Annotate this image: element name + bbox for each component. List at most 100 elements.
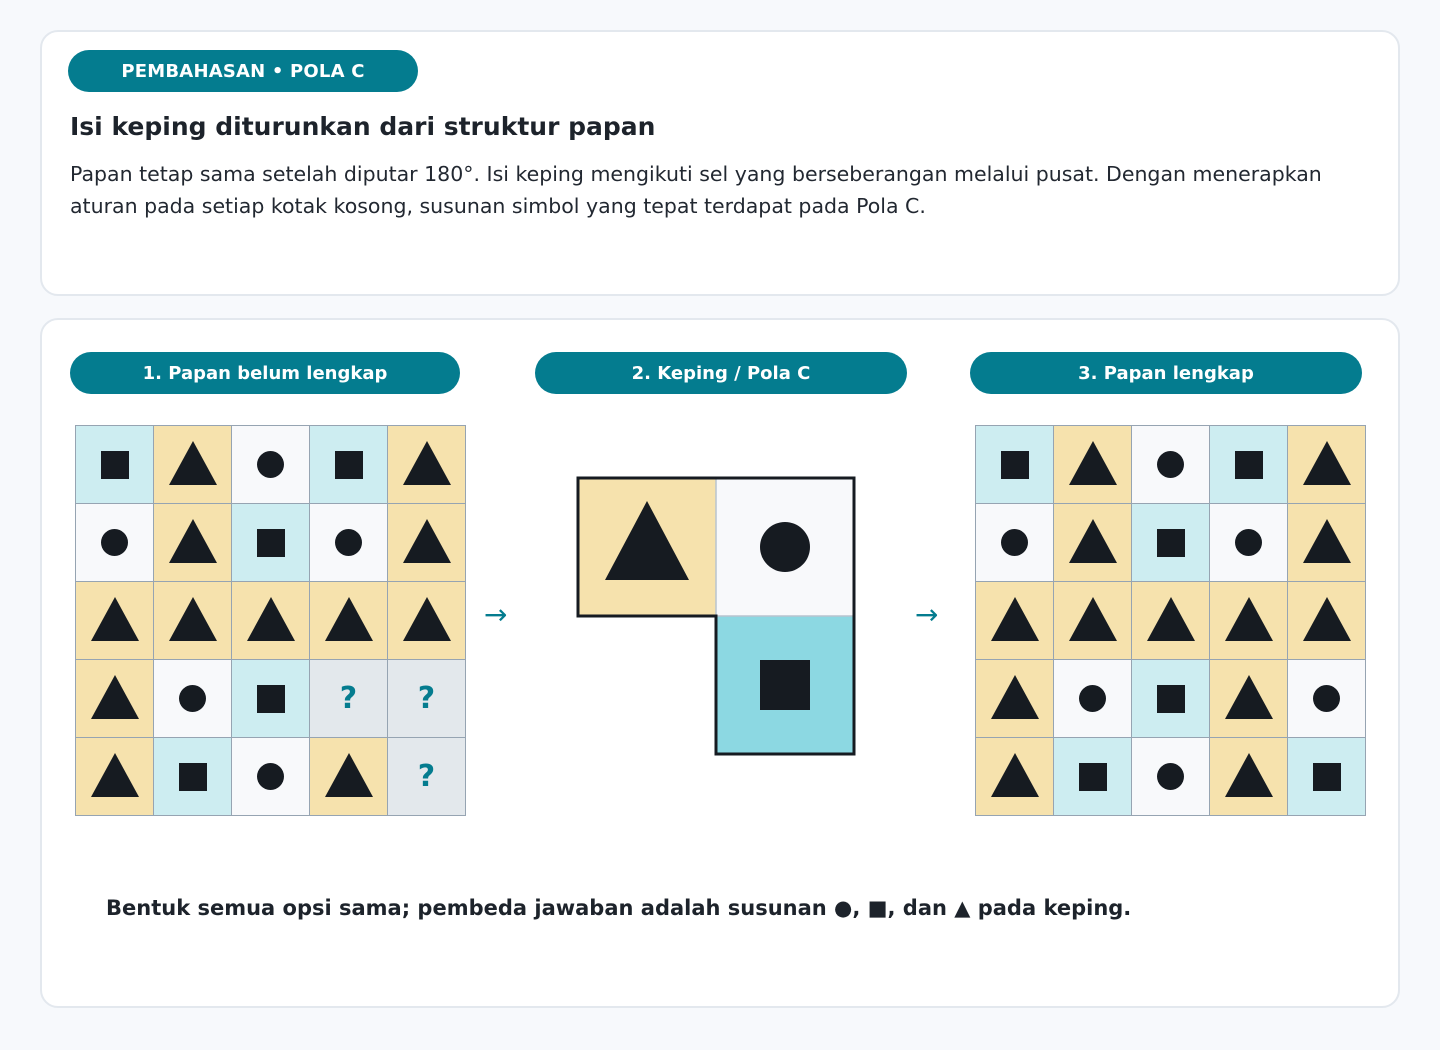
triangle-icon bbox=[324, 752, 373, 797]
circle-icon bbox=[179, 685, 206, 712]
triangle-icon bbox=[990, 752, 1039, 797]
triangle-icon bbox=[246, 596, 295, 641]
board-cell-r3-c2 bbox=[1054, 582, 1132, 660]
step-label-incomplete-board: 1. Papan belum lengkap bbox=[70, 352, 460, 394]
circle-icon bbox=[1157, 451, 1184, 478]
footnote: Bentuk semua opsi sama; pembeda jawaban … bbox=[106, 896, 1132, 920]
circle-icon bbox=[1157, 763, 1184, 790]
step-label-complete-board: 3. Papan lengkap bbox=[970, 352, 1362, 394]
board-cell-r2-c3 bbox=[1132, 504, 1210, 582]
square-icon bbox=[100, 450, 129, 479]
board-cell-r4-c2 bbox=[154, 660, 232, 738]
square-icon bbox=[1078, 762, 1107, 791]
board-cell-r5-c2 bbox=[154, 738, 232, 816]
square-icon bbox=[1156, 684, 1185, 713]
board-cell-r4-c3 bbox=[232, 660, 310, 738]
board-cell-r1-c5 bbox=[1288, 426, 1366, 504]
triangle-icon bbox=[1224, 752, 1273, 797]
board-cell-r5-c3 bbox=[232, 738, 310, 816]
board-cell-r4-c2 bbox=[1054, 660, 1132, 738]
arrow-right-icon: → bbox=[484, 598, 508, 631]
board-cell-r5-c4 bbox=[310, 738, 388, 816]
explanation-title: Isi keping diturunkan dari struktur papa… bbox=[70, 112, 656, 141]
board-cell-r4-c4: ? bbox=[310, 660, 388, 738]
triangle-icon bbox=[1302, 518, 1351, 563]
complete-board bbox=[975, 425, 1366, 816]
board-cell-r3-c2 bbox=[154, 582, 232, 660]
board-cell-r1-c1 bbox=[976, 426, 1054, 504]
triangle-icon bbox=[168, 518, 217, 563]
board-cell-r1-c2 bbox=[1054, 426, 1132, 504]
board-cell-r5-c5: ? bbox=[388, 738, 466, 816]
incomplete-board: ??? bbox=[75, 425, 466, 816]
square-icon bbox=[256, 684, 285, 713]
board-cell-r2-c5 bbox=[388, 504, 466, 582]
triangle-icon bbox=[605, 501, 689, 580]
question-mark: ? bbox=[339, 681, 358, 716]
board-cell-r2-c4 bbox=[310, 504, 388, 582]
board-cell-r2-c1 bbox=[76, 504, 154, 582]
board-cell-r1-c4 bbox=[310, 426, 388, 504]
square-icon bbox=[334, 450, 363, 479]
circle-icon bbox=[335, 529, 362, 556]
board-cell-r1-c1 bbox=[76, 426, 154, 504]
square-icon bbox=[1312, 762, 1341, 791]
triangle-icon bbox=[168, 440, 217, 485]
piece-pattern-c bbox=[576, 476, 856, 756]
board-cell-r3-c1 bbox=[76, 582, 154, 660]
board-cell-r4-c5 bbox=[1288, 660, 1366, 738]
board-cell-r2-c1 bbox=[976, 504, 1054, 582]
board-cell-r3-c3 bbox=[1132, 582, 1210, 660]
triangle-icon bbox=[990, 674, 1039, 719]
triangle-icon bbox=[168, 596, 217, 641]
triangle-icon bbox=[1224, 596, 1273, 641]
board-cell-r3-c4 bbox=[310, 582, 388, 660]
square-icon bbox=[1234, 450, 1263, 479]
board-cell-r1-c2 bbox=[154, 426, 232, 504]
circle-icon bbox=[1001, 529, 1028, 556]
board-cell-r1-c3 bbox=[232, 426, 310, 504]
board-cell-r4-c1 bbox=[76, 660, 154, 738]
step-label-piece: 2. Keping / Pola C bbox=[535, 352, 907, 394]
circle-icon bbox=[1313, 685, 1340, 712]
circle-icon bbox=[760, 522, 810, 572]
square-icon bbox=[256, 528, 285, 557]
board-cell-r4-c3 bbox=[1132, 660, 1210, 738]
board-cell-r5-c5 bbox=[1288, 738, 1366, 816]
triangle-icon bbox=[90, 596, 139, 641]
arrow-right-icon: → bbox=[915, 598, 939, 631]
board-cell-r5-c1 bbox=[76, 738, 154, 816]
triangle-icon bbox=[402, 440, 451, 485]
board-cell-r4-c5: ? bbox=[388, 660, 466, 738]
explanation-text: Papan tetap sama setelah diputar 180°. I… bbox=[70, 162, 1322, 218]
board-cell-r2-c3 bbox=[232, 504, 310, 582]
triangle-icon bbox=[402, 596, 451, 641]
question-mark: ? bbox=[417, 681, 436, 716]
circle-icon bbox=[1079, 685, 1106, 712]
triangle-icon bbox=[1224, 674, 1273, 719]
explanation-card: PEMBAHASAN • POLA C Isi keping diturunka… bbox=[40, 30, 1400, 296]
board-cell-r3-c5 bbox=[1288, 582, 1366, 660]
board-cell-r1-c5 bbox=[388, 426, 466, 504]
board-cell-r3-c5 bbox=[388, 582, 466, 660]
board-cell-r3-c3 bbox=[232, 582, 310, 660]
triangle-icon bbox=[1302, 440, 1351, 485]
board-cell-r2-c4 bbox=[1210, 504, 1288, 582]
circle-icon bbox=[257, 763, 284, 790]
piece-outline bbox=[576, 476, 856, 756]
board-cell-r5-c1 bbox=[976, 738, 1054, 816]
board-cell-r2-c2 bbox=[1054, 504, 1132, 582]
board-cell-r2-c2 bbox=[154, 504, 232, 582]
triangle-icon bbox=[90, 752, 139, 797]
circle-icon bbox=[257, 451, 284, 478]
board-cell-r5-c2 bbox=[1054, 738, 1132, 816]
square-icon bbox=[760, 660, 810, 710]
board-cell-r1-c3 bbox=[1132, 426, 1210, 504]
pattern-badge: PEMBAHASAN • POLA C bbox=[68, 50, 418, 92]
triangle-icon bbox=[990, 596, 1039, 641]
triangle-icon bbox=[90, 674, 139, 719]
triangle-icon bbox=[402, 518, 451, 563]
board-cell-r2-c5 bbox=[1288, 504, 1366, 582]
triangle-icon bbox=[1302, 596, 1351, 641]
question-mark: ? bbox=[417, 759, 436, 794]
